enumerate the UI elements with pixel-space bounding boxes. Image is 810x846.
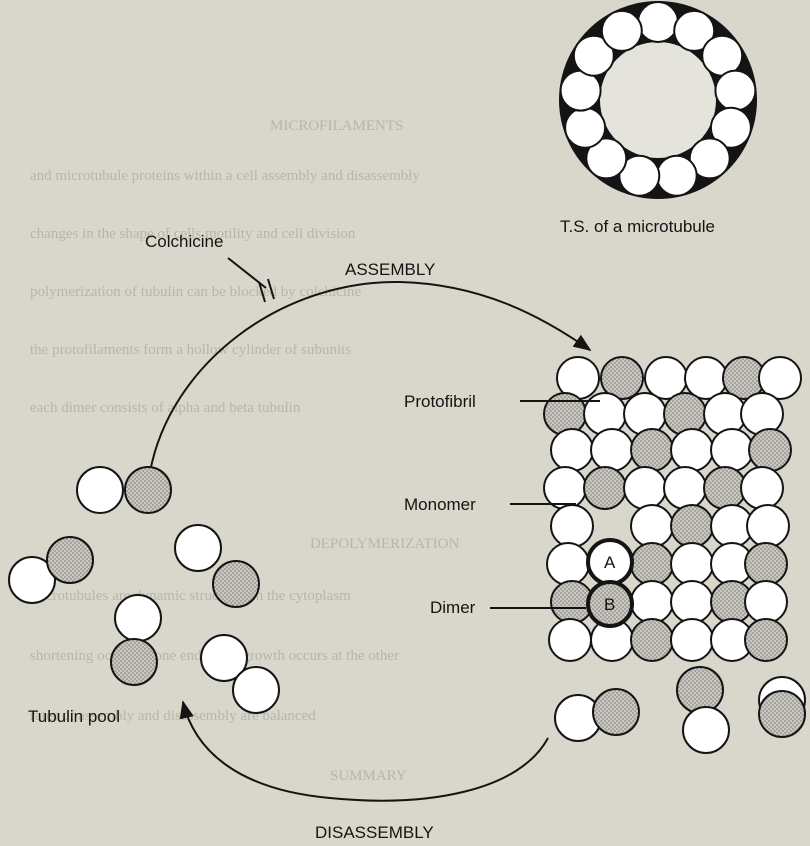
disassembly-label: DISASSEMBLY	[315, 823, 434, 842]
svg-text:polymerization of tubulin can: polymerization of tubulin can be blocked…	[30, 284, 361, 300]
subunit-a-label: A	[604, 553, 616, 572]
tubulin-monomer-white	[683, 707, 729, 753]
tubulin-monomer-white	[77, 467, 123, 513]
tubulin-monomer-white	[115, 595, 161, 641]
cross-section-subunit	[602, 11, 642, 51]
tubulin-monomer-shaded	[213, 561, 259, 607]
monomer-shaded	[631, 543, 673, 585]
dimer-label: Dimer	[430, 598, 476, 617]
monomer-white	[741, 467, 783, 509]
tubulin-pool-label: Tubulin pool	[28, 707, 120, 726]
tubulin-monomer-white	[233, 667, 279, 713]
assembly-arrow	[150, 282, 590, 472]
monomer-white	[547, 543, 589, 585]
cross-section-subunit	[715, 71, 755, 111]
monomer-shaded	[631, 429, 673, 471]
monomer-white	[747, 505, 789, 547]
ts-caption: T.S. of a microtubule	[560, 217, 715, 236]
microtubule-cross-section	[559, 1, 757, 199]
monomer-white	[671, 429, 713, 471]
svg-text:each dimer consists of alpha a: each dimer consists of alpha and beta tu…	[30, 400, 301, 416]
monomer-shaded	[704, 467, 746, 509]
microtubule-cylinder	[544, 357, 801, 661]
monomer-shaded	[631, 619, 673, 661]
monomer-shaded	[664, 393, 706, 435]
monomer-white	[671, 619, 713, 661]
monomer-shaded	[745, 619, 787, 661]
monomer-shaded	[544, 393, 586, 435]
monomer-label: Monomer	[404, 495, 476, 514]
monomer-shaded	[584, 467, 626, 509]
tubulin-monomer-shaded	[125, 467, 171, 513]
tubulin-monomer-shaded	[111, 639, 157, 685]
monomer-white	[584, 393, 626, 435]
monomer-white	[704, 393, 746, 435]
monomer-white	[591, 429, 633, 471]
monomer-white	[664, 467, 706, 509]
monomer-white	[671, 581, 713, 623]
monomer-white	[624, 467, 666, 509]
svg-text:SUMMARY: SUMMARY	[330, 768, 407, 784]
dimer-highlight: A B	[588, 540, 632, 626]
monomer-shaded	[745, 543, 787, 585]
tubulin-monomer-shaded	[47, 537, 93, 583]
monomer-shaded	[749, 429, 791, 471]
monomer-white	[544, 467, 586, 509]
cross-section-subunit	[638, 2, 678, 42]
svg-text:and microtubule proteins withi: and microtubule proteins within a cell a…	[30, 168, 420, 184]
monomer-shaded	[671, 505, 713, 547]
cross-section-subunit	[565, 108, 605, 148]
svg-text:MICROFILAMENTS: MICROFILAMENTS	[270, 118, 403, 134]
monomer-white	[549, 619, 591, 661]
monomer-white	[745, 581, 787, 623]
protofibril-label: Protofibril	[404, 392, 476, 411]
svg-text:the protofilaments form a holl: the protofilaments form a hollow cylinde…	[30, 342, 351, 358]
assembly-label: ASSEMBLY	[345, 260, 435, 279]
colchicine-label: Colchicine	[145, 232, 223, 251]
subunit-b-label: B	[604, 595, 615, 614]
monomer-white	[671, 543, 713, 585]
tubulin-monomer-shaded	[759, 691, 805, 737]
tubulin-monomer-white	[175, 525, 221, 571]
monomer-white	[551, 505, 593, 547]
monomer-white	[741, 393, 783, 435]
monomer-white	[624, 393, 666, 435]
svg-text:microtubules are dynamic struc: microtubules are dynamic structures in t…	[30, 588, 351, 604]
tubulin-monomer-shaded	[677, 667, 723, 713]
svg-text:DEPOLYMERIZATION: DEPOLYMERIZATION	[310, 536, 459, 552]
monomer-white	[711, 429, 753, 471]
tubulin-monomer-shaded	[593, 689, 639, 735]
monomer-white	[631, 505, 673, 547]
cross-section-subunit	[657, 156, 697, 196]
monomer-white	[631, 581, 673, 623]
monomer-white	[551, 429, 593, 471]
